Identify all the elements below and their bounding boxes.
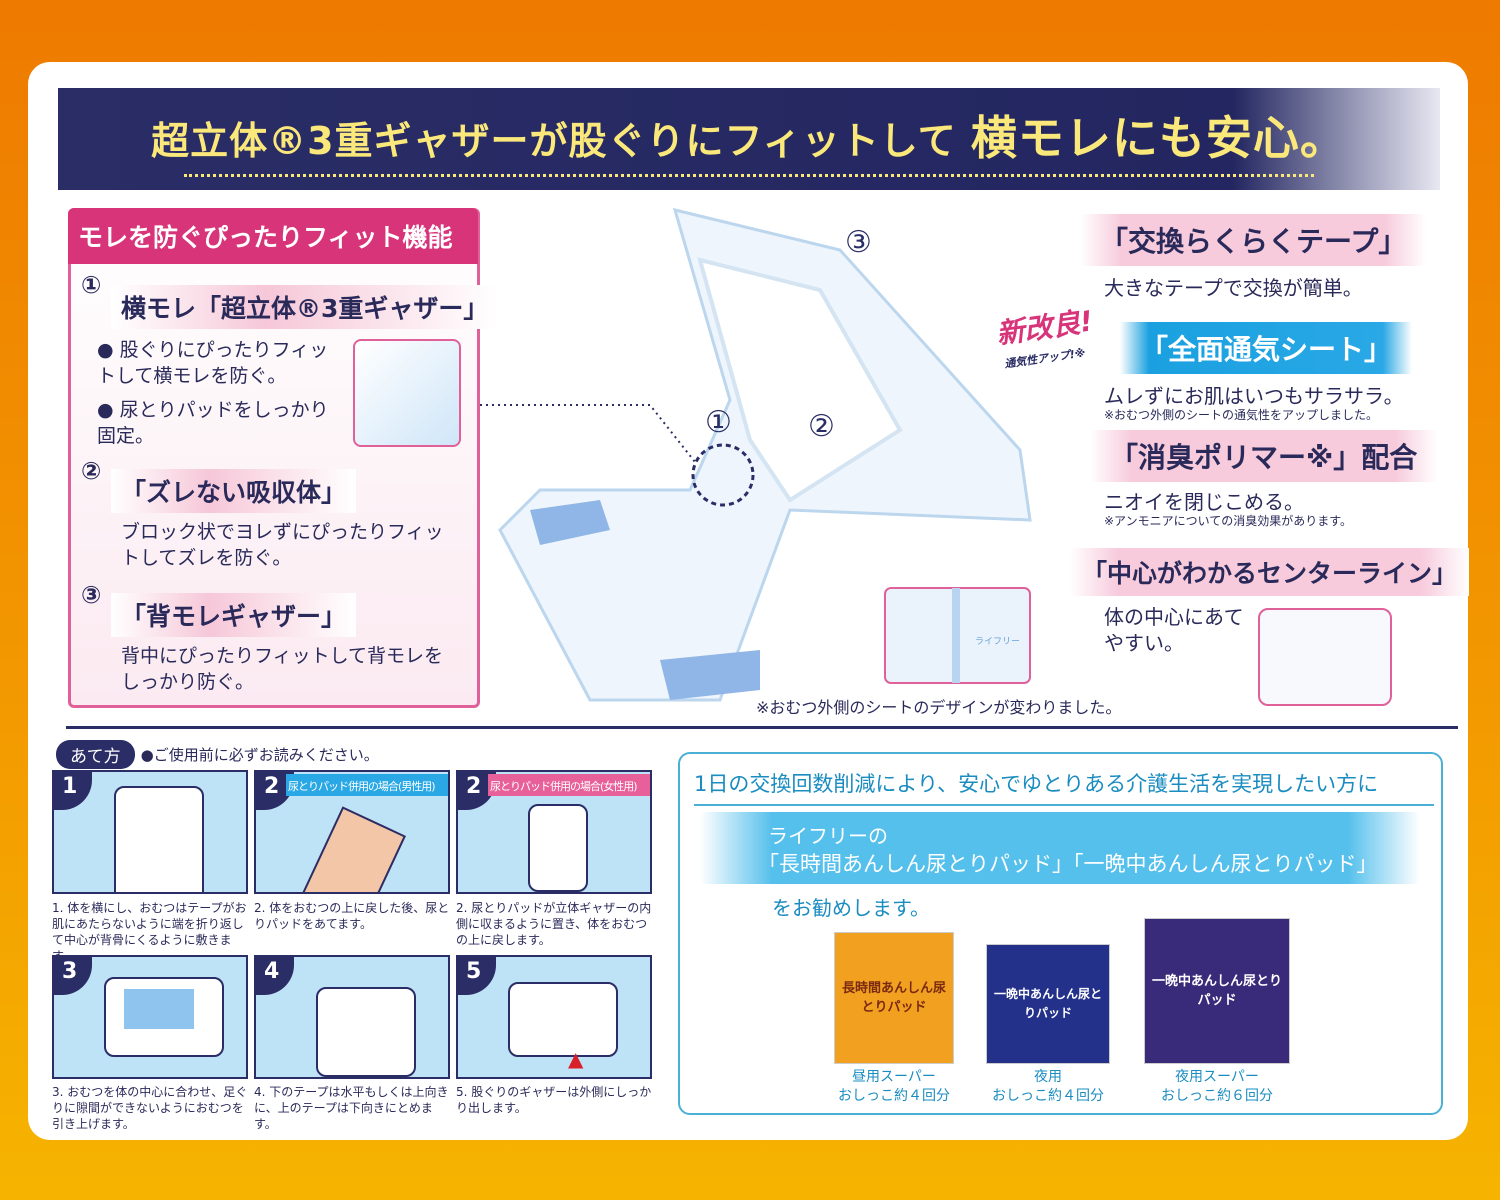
feature-polymer-note: ※アンモニアについての消臭効果があります。 [1104, 514, 1353, 528]
product-night-super: 一晩中あんしん尿とりパッド 夜用スーパー おしっこ約６回分 [1144, 918, 1290, 1106]
feature-centerline-text: 体の中心にあてやすい。 [1104, 605, 1244, 655]
step-number: 3 [54, 957, 92, 995]
recommend-line1: ライフリーの [768, 824, 888, 848]
instructions-tag: あて方 [56, 740, 135, 769]
product-type: 夜用スーパー [1175, 1069, 1259, 1085]
step-1-image: 1 [52, 770, 248, 894]
feature-text: 背中にぴったりフィットして背モレをしっかり防ぐ。 [121, 645, 444, 693]
headline-banner: 超立体®3重ギャザーが股ぐりにフィットして 横モレにも安心。 [58, 88, 1440, 190]
product-package: 一晩中あんしん尿とりパッド [1144, 918, 1290, 1064]
sheet-logo: ライフリー [975, 636, 1020, 647]
step-4-text: 4. 下のテープは水平もしくは上向きに、上のテープは下向きにとめます。 [254, 1085, 449, 1131]
feature-sheet-text: ムレずにお肌はいつもサラサラ。 [1104, 384, 1404, 408]
step-label: 尿とりパッド併用の場合(女性用) [488, 774, 650, 796]
product-package: 一晩中あんしん尿とりパッド [986, 944, 1110, 1064]
panel-header: モレを防ぐぴったりフィット機能 [68, 208, 478, 264]
recommend-line3: をお勧めします。 [772, 896, 930, 920]
recommend-heading: 1日の交換回数削減により、安心でゆとりある介護生活を実現したい方に [694, 768, 1434, 806]
feature-number: ② [81, 457, 102, 485]
feature-bullet: ● 尿とりパッドをしっかり固定。 [97, 399, 329, 447]
product-capacity: おしっこ約４回分 [838, 1088, 950, 1104]
product-type: 夜用 [1034, 1069, 1062, 1085]
recommendation-box: 1日の交換回数削減により、安心でゆとりある介護生活を実現したい方に ライフリーの… [678, 752, 1443, 1115]
product-capacity: おしっこ約４回分 [992, 1088, 1104, 1104]
marker-3: ③ [845, 225, 872, 260]
step-2-female-text: 2. 尿とりパッドが立体ギャザーの内側に収まるように置き、体をおむつの上に戻しま… [456, 901, 652, 947]
product-package: 長時間あんしん尿とりパッド [834, 932, 954, 1064]
product-type: 昼用スーパー [852, 1069, 936, 1085]
up-arrow-icon: ▲ [568, 1047, 584, 1071]
feature-bullet: ● 股ぐりにぴったりフィットして横モレを防ぐ。 [97, 339, 329, 387]
dotted-rule [184, 173, 1314, 177]
feature-polymer-title: 「消臭ポリマー※」配合 [1090, 430, 1438, 482]
step-5-text: 5. 股ぐりのギャザーは外側にしっかり出します。 [456, 1085, 652, 1115]
centerline-image [1258, 608, 1392, 706]
design-change-note: ※おむつ外側のシートのデザインが変わりました。 [756, 698, 1122, 717]
diaper-illustration: ① ② ③ ライフリー [480, 207, 1032, 702]
step-4-image: 4 [254, 955, 450, 1079]
step-3-image: 3 [52, 955, 248, 1079]
feature-title: 横モレ「超立体®3重ギャザー」 [111, 285, 499, 329]
recommend-line2: 「長時間あんしん尿とりパッド」「一晩中あんしん尿とりパッド」 [758, 852, 1378, 876]
step-number: 4 [256, 957, 294, 995]
instructions-header: あて方 ●ご使用前に必ずお読みください。 [56, 740, 379, 769]
feature-sheet-title: 「全面通気シート」 [1120, 322, 1413, 374]
step-number: 5 [458, 957, 496, 995]
step-2-male-text: 2. 体をおむつの上に戻した後、尿とりパッドをあてます。 [254, 901, 450, 931]
section-divider [66, 726, 1458, 729]
step-3-text: 3. おむつを体の中心に合わせ、足ぐりに隙間ができないようにおむつを引き上げます… [52, 1085, 248, 1131]
marker-2: ② [808, 409, 835, 444]
feature-title: 「ズレない吸収体」 [111, 469, 357, 513]
gather-closeup-image [353, 339, 461, 447]
feature-tape-title: 「交換らくらくテープ」 [1080, 214, 1427, 266]
feature-text: ブロック状でヨレずにぴったりフィットしてズレを防ぐ。 [121, 521, 444, 569]
feature-number: ① [81, 271, 102, 299]
recommend-band [700, 812, 1420, 884]
feature-sheet-note: ※おむつ外側のシートの通気性をアップしました。 [1104, 408, 1379, 422]
feature-number: ③ [81, 581, 102, 609]
fit-features-panel: モレを防ぐぴったりフィット機能 ① 横モレ「超立体®3重ギャザー」 ● 股ぐりに… [68, 208, 499, 708]
product-night: 一晩中あんしん尿とりパッド 夜用 おしっこ約４回分 [986, 944, 1110, 1106]
feature-centerline-title: 「中心がわかるセンターライン」 [1070, 548, 1470, 596]
product-day-super: 長時間あんしん尿とりパッド 昼用スーパー おしっこ約４回分 [834, 932, 954, 1106]
feature-tape-text: 大きなテープで交換が簡単。 [1104, 276, 1363, 300]
headline: 超立体®3重ギャザーが股ぐりにフィットして 横モレにも安心。 [151, 110, 1347, 165]
instructions-notice: ●ご使用前に必ずお読みください。 [140, 746, 379, 764]
step-5-image: 5▲ [456, 955, 652, 1079]
step-label: 尿とりパッド併用の場合(男性用) [286, 774, 448, 796]
step-number: 1 [54, 772, 92, 810]
marker-1: ① [705, 405, 732, 440]
feature-polymer-text: ニオイを閉じこめる。 [1104, 490, 1304, 514]
product-capacity: おしっこ約６回分 [1161, 1088, 1273, 1104]
feature-title: 「背モレギャザー」 [111, 593, 357, 637]
